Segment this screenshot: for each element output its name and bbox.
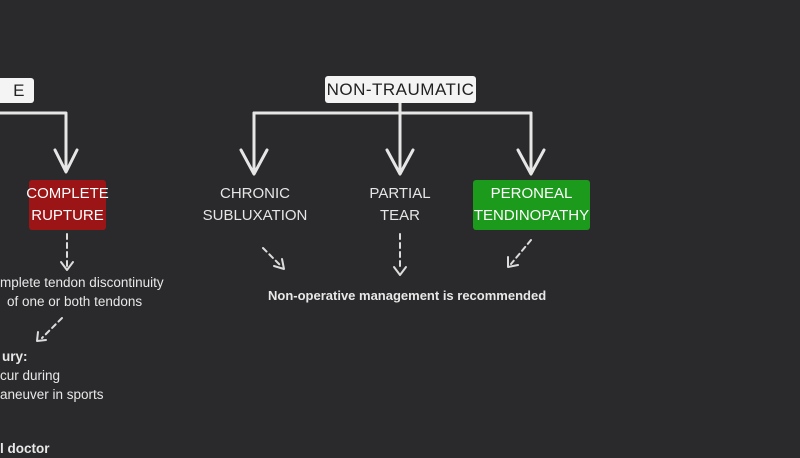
arrowhead-chronic (239, 148, 269, 176)
doctor-note: l doctor (0, 441, 50, 456)
complete-rupture-line-1: COMPLETE (26, 185, 109, 202)
complete-rupture-line-2: RUPTURE (31, 207, 104, 224)
rupture-description-line-2: of one or both tendons (7, 294, 143, 309)
partial-tear-line-1: PARTIAL (369, 185, 431, 202)
rupture-description-note: mplete tendon discontinuity of one or bo… (0, 273, 164, 311)
dashed-chronic-diag (262, 247, 282, 267)
complete-rupture-node: COMPLETE RUPTURE (26, 180, 109, 230)
dashed-arrowhead-partial (393, 266, 407, 276)
non-traumatic-category-label: NON-TRAUMATIC (325, 76, 476, 103)
arrowhead-complete-rupture (53, 148, 79, 174)
peroneal-tendinopathy-line-1: PERONEAL (490, 185, 573, 202)
injury-line-1: cur during (0, 368, 61, 383)
injury-note: ury: cur during aneuver in sports (0, 347, 120, 404)
chronic-subluxation-line-1: CHRONIC (220, 185, 290, 202)
traumatic-category-label: E (0, 78, 34, 103)
dashed-arrowhead-rupture-diag (36, 331, 47, 342)
peroneal-tendinopathy-node: PERONEAL TENDINOPATHY (473, 180, 590, 230)
left-branch-line (0, 111, 68, 170)
injury-line-2: aneuver in sports (0, 387, 104, 402)
partial-tear-node: PARTIAL TEAR (360, 183, 440, 227)
chronic-subluxation-node: CHRONIC SUBLUXATION (200, 183, 310, 227)
dashed-rupture-diag (41, 317, 63, 339)
non-operative-note: Non-operative management is recommended (268, 288, 547, 303)
arrowhead-tendinopathy (516, 148, 546, 176)
dashed-arrowhead-tendinopathy (507, 256, 519, 268)
dashed-arrowhead-rupture (60, 261, 74, 271)
partial-tear-line-2: TEAR (379, 207, 420, 224)
dashed-arrowhead-chronic (273, 258, 285, 270)
peroneal-tendinopathy-line-2: TENDINOPATHY (473, 207, 590, 224)
chronic-subluxation-line-2: SUBLUXATION (202, 207, 308, 224)
injury-heading: ury: (2, 349, 28, 364)
rupture-description-line-1: mplete tendon discontinuity (0, 275, 164, 290)
dashed-tendinopathy-diag (510, 239, 532, 265)
arrowhead-partial (385, 148, 415, 176)
